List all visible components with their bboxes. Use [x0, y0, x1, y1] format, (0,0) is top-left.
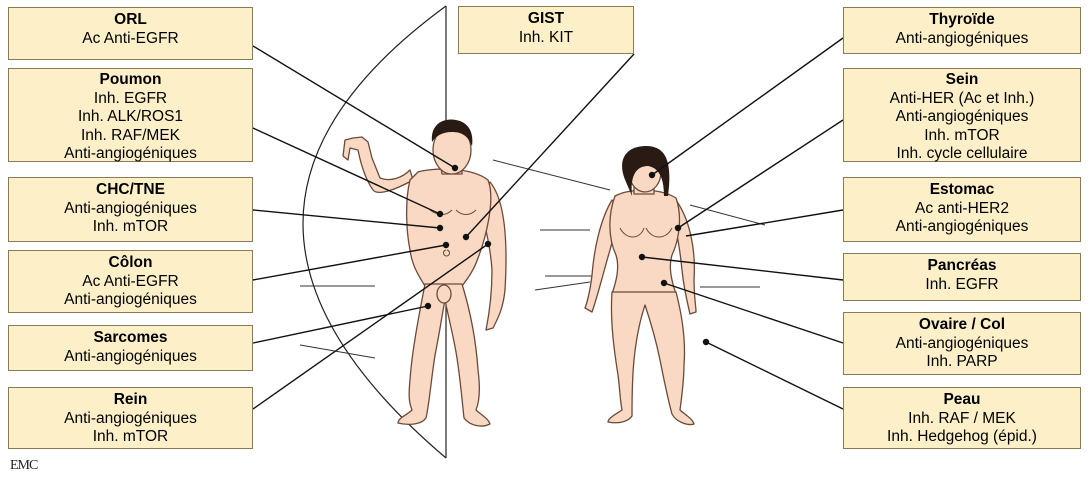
- box-line: Inh. EGFR: [9, 90, 252, 109]
- box-estomac: Estomac Ac anti-HER2 Anti-angiogéniques: [843, 177, 1081, 242]
- box-line: Inh. mTOR: [9, 218, 252, 237]
- box-line: Inh. PARP: [844, 353, 1080, 372]
- box-pancreas: Pancréas Inh. EGFR: [843, 253, 1081, 301]
- box-line: Inh. RAF / MEK: [844, 410, 1080, 429]
- box-line: Inh. mTOR: [844, 127, 1080, 146]
- box-peau: Peau Inh. RAF / MEK Inh. Hedgehog (épid.…: [843, 387, 1081, 449]
- box-title: Peau: [844, 391, 1080, 410]
- box-line: Inh. EGFR: [844, 276, 1080, 295]
- box-line: Anti-angiogéniques: [844, 108, 1080, 127]
- box-line: Anti-angiogéniques: [844, 30, 1080, 49]
- box-line: Inh. mTOR: [9, 428, 252, 447]
- box-chc-tne: CHC/TNE Anti-angiogéniques Inh. mTOR: [8, 177, 253, 242]
- box-line: Inh. KIT: [459, 29, 633, 48]
- male-figure: [343, 126, 506, 426]
- box-title: CHC/TNE: [9, 181, 252, 200]
- box-line: Anti-angiogéniques: [9, 145, 252, 164]
- box-poumon: Poumon Inh. EGFR Inh. ALK/ROS1 Inh. RAF/…: [8, 68, 253, 162]
- box-line: Inh. cycle cellulaire: [844, 145, 1080, 164]
- box-orl: ORL Ac Anti-EGFR: [8, 7, 253, 60]
- box-line: Ac anti-HER2: [844, 200, 1080, 219]
- box-title: Sarcomes: [9, 329, 252, 348]
- box-title: Pancréas: [844, 257, 1080, 276]
- box-title: GIST: [459, 10, 633, 29]
- box-title: Sein: [844, 71, 1080, 90]
- box-line: Anti-angiogéniques: [9, 348, 252, 367]
- emc-logo: EMC: [10, 458, 37, 474]
- box-line: Anti-HER (Ac et Inh.): [844, 90, 1080, 109]
- box-line: Inh. RAF/MEK: [9, 127, 252, 146]
- box-title: Thyroïde: [844, 11, 1080, 30]
- box-line: Inh. Hedgehog (épid.): [844, 428, 1080, 447]
- box-sarcomes: Sarcomes Anti-angiogéniques: [8, 325, 253, 371]
- box-sein: Sein Anti-HER (Ac et Inh.) Anti-angiogén…: [843, 68, 1081, 162]
- box-line: Anti-angiogéniques: [844, 218, 1080, 237]
- box-title: Poumon: [9, 71, 252, 90]
- box-gist: GIST Inh. KIT: [458, 6, 634, 54]
- box-line: Anti-angiogéniques: [9, 410, 252, 429]
- box-line: Anti-angiogéniques: [9, 200, 252, 219]
- box-title: Estomac: [844, 181, 1080, 200]
- box-colon: Côlon Ac Anti-EGFR Anti-angiogéniques: [8, 250, 253, 313]
- box-line: Anti-angiogéniques: [844, 335, 1080, 354]
- box-title: Rein: [9, 391, 252, 410]
- box-title: ORL: [9, 11, 252, 30]
- box-line: Anti-angiogéniques: [9, 291, 252, 310]
- box-line: Ac Anti-EGFR: [9, 30, 252, 49]
- box-rein: Rein Anti-angiogéniques Inh. mTOR: [8, 387, 253, 449]
- box-title: Côlon: [9, 254, 252, 273]
- box-thyroide: Thyroïde Anti-angiogéniques: [843, 7, 1081, 54]
- leader-lines: [253, 38, 843, 409]
- box-ovaire-col: Ovaire / Col Anti-angiogéniques Inh. PAR…: [843, 312, 1081, 375]
- box-line: Ac Anti-EGFR: [9, 273, 252, 292]
- box-title: Ovaire / Col: [844, 316, 1080, 335]
- box-line: Inh. ALK/ROS1: [9, 108, 252, 127]
